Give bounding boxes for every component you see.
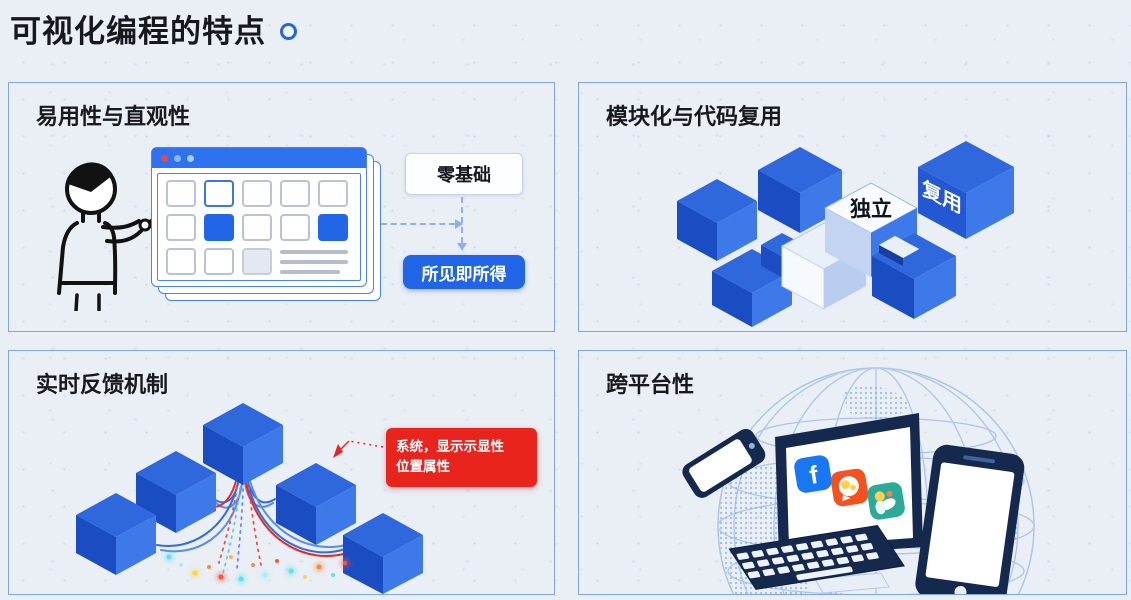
wysiwyg-chip: 所见即所得 <box>403 255 525 289</box>
keyboard-icon <box>728 524 905 590</box>
window-dot-red-icon <box>161 154 168 162</box>
callout-leader <box>333 440 384 458</box>
network-illustration <box>76 403 423 594</box>
corner-tick <box>550 83 554 87</box>
sparkles <box>164 552 350 584</box>
panel-usability: 易用性与直观性 <box>8 82 555 332</box>
network-cubes <box>76 403 423 594</box>
grid-cell <box>318 180 348 207</box>
cube <box>343 513 423 594</box>
grid-cell <box>242 248 272 275</box>
chat-app-icon <box>830 468 869 507</box>
cube-reuse: 复用 <box>918 141 1014 239</box>
text-lines <box>280 248 348 275</box>
grid-cell <box>166 248 196 275</box>
phone-icon <box>682 428 766 498</box>
dashed-arrow-down <box>457 197 467 251</box>
cube <box>203 403 283 485</box>
grid-cell <box>204 214 234 241</box>
window-dot-blue-icon <box>174 154 181 162</box>
callout-line: 系统，显示示显性 <box>396 439 504 454</box>
corner-tick <box>550 327 554 331</box>
cubes-illustration: 独立 复用 <box>677 141 1014 327</box>
corner-tick <box>9 83 13 87</box>
cube <box>677 179 757 261</box>
dashed-arrow-right <box>381 219 463 229</box>
panel-heading-modularity: 模块化与代码复用 <box>606 104 783 129</box>
zero-basis-chip: 零基础 <box>405 153 523 195</box>
grid-cell <box>280 214 310 241</box>
callout-line: 位置属性 <box>396 459 450 475</box>
grid-cell <box>204 180 234 207</box>
cube <box>76 493 156 575</box>
cube-notched <box>872 233 956 319</box>
cube <box>136 451 216 533</box>
title-dot-icon <box>280 23 297 40</box>
block-grid <box>166 180 352 275</box>
grid-cell <box>242 214 272 241</box>
corner-tick <box>9 327 13 331</box>
panel-modularity: 模块化与代码复用 <box>578 82 1127 332</box>
grid-cell <box>318 214 348 241</box>
grid-cell <box>242 180 272 207</box>
window-titlebar <box>152 148 366 168</box>
callout-box: 系统，显示示显性 位置属性 <box>386 428 537 487</box>
page-title-text: 可视化编程的特点 <box>10 14 266 49</box>
grid-cell <box>280 180 310 207</box>
panel-cross-platform: 跨平台性 <box>578 350 1127 595</box>
window-content-frame <box>157 173 361 281</box>
cube-label-independent: 独立 <box>850 197 892 221</box>
facebook-icon: f <box>794 455 832 493</box>
globe-illustration: f <box>682 367 1035 594</box>
window-dot-blue-icon <box>187 154 194 162</box>
browser-window <box>151 147 367 287</box>
grid-cell <box>166 214 196 241</box>
tablet-icon <box>915 444 1025 594</box>
cube <box>758 147 842 233</box>
connection-curves <box>156 476 355 574</box>
panel-heading-usability: 易用性与直观性 <box>36 104 191 129</box>
panel-heading-feedback: 实时反馈机制 <box>36 372 169 397</box>
grid-cell <box>204 248 234 275</box>
person-icon <box>57 162 164 311</box>
gallery-app-icon <box>867 482 905 520</box>
grid-cell <box>166 180 196 207</box>
panel-heading-cross-platform: 跨平台性 <box>606 372 695 397</box>
cube <box>276 463 356 545</box>
panel-feedback: 实时反馈机制 <box>8 350 555 595</box>
monitor-icon: f <box>775 413 923 594</box>
page-title: 可视化编程的特点 <box>10 6 297 51</box>
